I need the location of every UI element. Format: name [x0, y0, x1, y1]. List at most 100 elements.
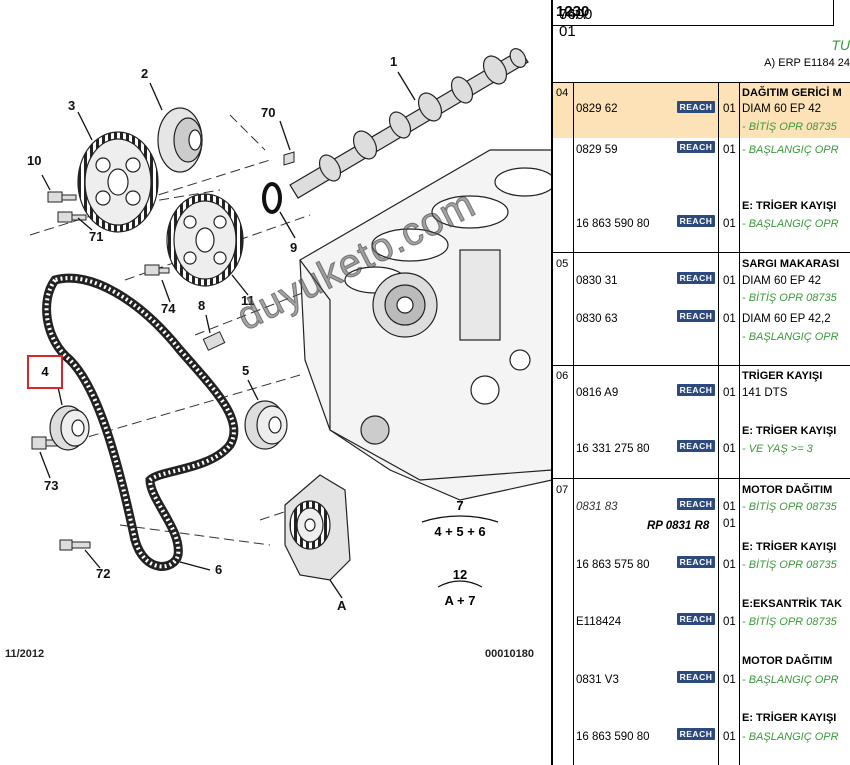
part-note: - BAŞLANGIÇ OPR	[742, 731, 839, 743]
part-desc-title: SARGI MAKARASI	[742, 258, 840, 270]
col-sep-1	[573, 82, 574, 765]
part-note: - BAŞLANGIÇ OPR	[742, 331, 839, 343]
part-note: - VE YAŞ >= 3	[742, 443, 813, 455]
reach-badge[interactable]: REACH	[677, 310, 715, 322]
formula-12-expr: A + 7	[444, 593, 476, 608]
reach-badge[interactable]: REACH	[677, 101, 715, 113]
part-note: - BİTİŞ OPR 08735	[742, 616, 837, 628]
part-ref[interactable]: 0830 63	[576, 313, 618, 325]
part-qty: 01	[723, 387, 736, 399]
part-ref[interactable]: 0829 62	[576, 103, 618, 115]
reach-badge[interactable]: REACH	[677, 272, 715, 284]
diagram-drawing	[29, 48, 552, 599]
part-desc-title: DAĞITIM GERİCİ M	[742, 87, 842, 99]
part-qty: 01	[723, 559, 736, 571]
part-number-bold: 1230	[556, 3, 590, 20]
part-qty: 01	[723, 443, 736, 455]
reach-badge[interactable]: REACH	[677, 556, 715, 568]
diagram-ref-code: 00010180	[485, 648, 534, 660]
part-desc-title: E: TRİGER KAYIŞI	[742, 425, 837, 437]
tu-label: TU	[831, 37, 850, 53]
callout-11[interactable]: 11	[241, 293, 255, 308]
callout-3[interactable]: 3	[68, 98, 76, 113]
callout-9[interactable]: 9	[290, 240, 298, 255]
part-ref[interactable]: 16 863 590 80	[576, 731, 650, 743]
exploded-parts-diagram: 1 2 3 70 10 9 71 11 74 8 5 73 72 6 4 7 4…	[5, 48, 552, 660]
col-sep-2	[718, 82, 719, 765]
part-desc-title: E: TRİGER KAYIŞI	[742, 200, 837, 212]
part-qty: 01	[723, 275, 736, 287]
diagram-date: 11/2012	[5, 648, 45, 660]
callout-1[interactable]: 1	[390, 54, 398, 69]
bolts	[31, 151, 295, 551]
part-qty: 01	[723, 674, 736, 686]
reach-badge[interactable]: REACH	[677, 215, 715, 227]
formula-12-label: 12	[452, 567, 468, 582]
callout-10[interactable]: 10	[27, 153, 42, 168]
group-separator	[553, 478, 850, 479]
camshaft	[289, 48, 529, 199]
erp-note: A) ERP E1184 24	[764, 57, 850, 69]
part-ref[interactable]: 0829 59	[576, 144, 618, 156]
part-note: - BİTİŞ OPR 08735	[742, 501, 837, 513]
tensioner-pulley	[49, 405, 90, 451]
callout-a[interactable]: A	[337, 598, 347, 613]
reach-badge[interactable]: REACH	[677, 498, 715, 510]
part-number-prefix: 0400 01	[559, 6, 593, 40]
part-desc-title: MOTOR DAĞITIM	[742, 484, 833, 496]
callout-5[interactable]: 5	[242, 363, 250, 378]
part-ref[interactable]: 0831 83	[576, 501, 618, 513]
seal-ring	[262, 182, 282, 214]
leader-lines	[39, 71, 416, 599]
group-id-06: 06	[556, 370, 569, 382]
part-desc-title: E:EKSANTRİK TAK	[742, 598, 843, 610]
callout-73[interactable]: 73	[44, 478, 59, 493]
part-number-header: 0400 01 1230 76A	[553, 0, 834, 40]
idler-pulley	[244, 400, 288, 450]
reach-badge[interactable]: REACH	[677, 141, 715, 153]
callout-70[interactable]: 70	[261, 105, 276, 120]
part-ref[interactable]: 0831 V3	[576, 674, 619, 686]
part-qty: 01	[723, 144, 736, 156]
reach-badge[interactable]: REACH	[677, 671, 715, 683]
parts-list-panel: 0400 01 1230 76A TU A) ERP E1184 24 04 0…	[551, 0, 850, 765]
part-qty: 01	[723, 518, 736, 530]
part-note: - BİTİŞ OPR 08735	[742, 559, 837, 571]
part-qty: 01	[723, 103, 736, 115]
reach-badge[interactable]: REACH	[677, 728, 715, 740]
part-ref[interactable]: RP 0831 R8	[647, 520, 710, 532]
part-desc: DIAM 60 EP 42,2	[742, 313, 831, 325]
reach-badge[interactable]: REACH	[677, 384, 715, 396]
selected-callout-4[interactable]: 4	[27, 355, 63, 389]
part-qty: 01	[723, 501, 736, 513]
part-ref[interactable]: 16 863 575 80	[576, 559, 650, 571]
callout-8[interactable]: 8	[198, 298, 206, 313]
reach-badge[interactable]: REACH	[677, 613, 715, 625]
part-note: - BAŞLANGIÇ OPR	[742, 674, 839, 686]
part-ref[interactable]: 0816 A9	[576, 387, 619, 399]
sprocket-11	[166, 193, 244, 287]
part-ref[interactable]: 16 863 590 80	[576, 218, 650, 230]
guide-lines	[29, 114, 321, 546]
callout-74[interactable]: 74	[161, 301, 176, 316]
callout-71[interactable]: 71	[89, 229, 104, 244]
part-ref[interactable]: 0830 31	[576, 275, 618, 287]
part-ref[interactable]: E118424	[576, 616, 622, 628]
part-desc: 141 DTS	[742, 387, 788, 399]
table-top-border	[553, 82, 850, 83]
part-note: - BİTİŞ OPR 08735	[742, 292, 837, 304]
part-qty: 01	[723, 313, 736, 325]
callout-72[interactable]: 72	[96, 566, 111, 581]
part-desc-title: E: TRİGER KAYIŞI	[742, 712, 837, 724]
water-pump	[284, 474, 351, 581]
formula-7-label: 7	[456, 498, 464, 513]
hub-part	[157, 107, 203, 173]
reach-badge[interactable]: REACH	[677, 440, 715, 452]
part-desc: DIAM 60 EP 42	[742, 103, 822, 115]
group-id-05: 05	[556, 258, 569, 270]
callout-6[interactable]: 6	[215, 562, 223, 577]
engine-block	[299, 149, 552, 501]
part-desc-title: TRİGER KAYIŞI	[742, 370, 823, 382]
part-ref[interactable]: 16 331 275 80	[576, 443, 650, 455]
callout-2[interactable]: 2	[141, 66, 149, 81]
